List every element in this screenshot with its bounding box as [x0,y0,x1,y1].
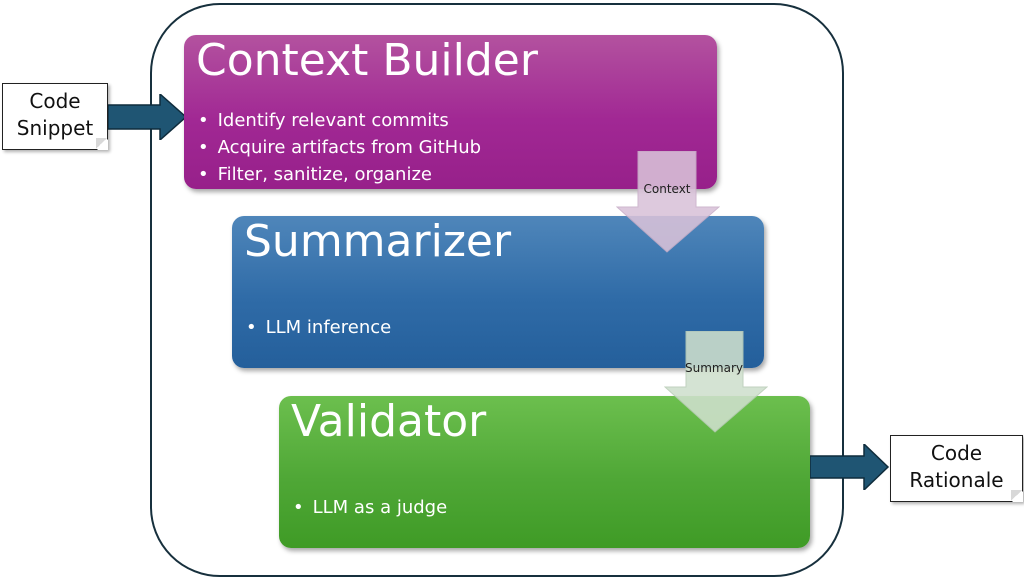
stage-bullet-list: Identify relevant commits Acquire artifa… [198,107,481,188]
stage-title: Validator [291,396,487,447]
stage-title: Context Builder [196,35,538,86]
context-flow-label: Context [643,182,691,196]
stage-bullet-list: LLM as a judge [293,494,448,521]
summary-flow-label: Summary [685,361,743,375]
bullet-item: Filter, sanitize, organize [198,161,481,188]
input-note-line2: Snippet [16,116,94,140]
input-note-code-snippet: Code Snippet [2,83,108,150]
page-fold-icon [96,138,107,149]
stage-validator: Validator LLM as a judge [279,396,810,548]
output-note-line1: Code [930,441,983,465]
input-arrow-icon [108,94,188,140]
bullet-item: LLM as a judge [293,494,448,521]
output-note-code-rationale: Code Rationale [890,435,1023,502]
bullet-item: Identify relevant commits [198,107,481,134]
bullet-item: Acquire artifacts from GitHub [198,134,481,161]
context-flow-arrow-icon [616,151,720,253]
input-note-line1: Code [29,89,81,113]
summary-flow-arrow-icon [664,331,768,433]
page-fold-icon [1011,490,1022,501]
pipeline-container [150,3,844,577]
stage-context-builder: Context Builder Identify relevant commit… [184,35,717,189]
stage-title: Summarizer [244,216,512,267]
bullet-item: LLM inference [246,314,392,341]
output-arrow-icon [810,444,890,490]
output-note-line2: Rationale [909,468,1004,492]
stage-bullet-list: LLM inference [246,314,392,341]
